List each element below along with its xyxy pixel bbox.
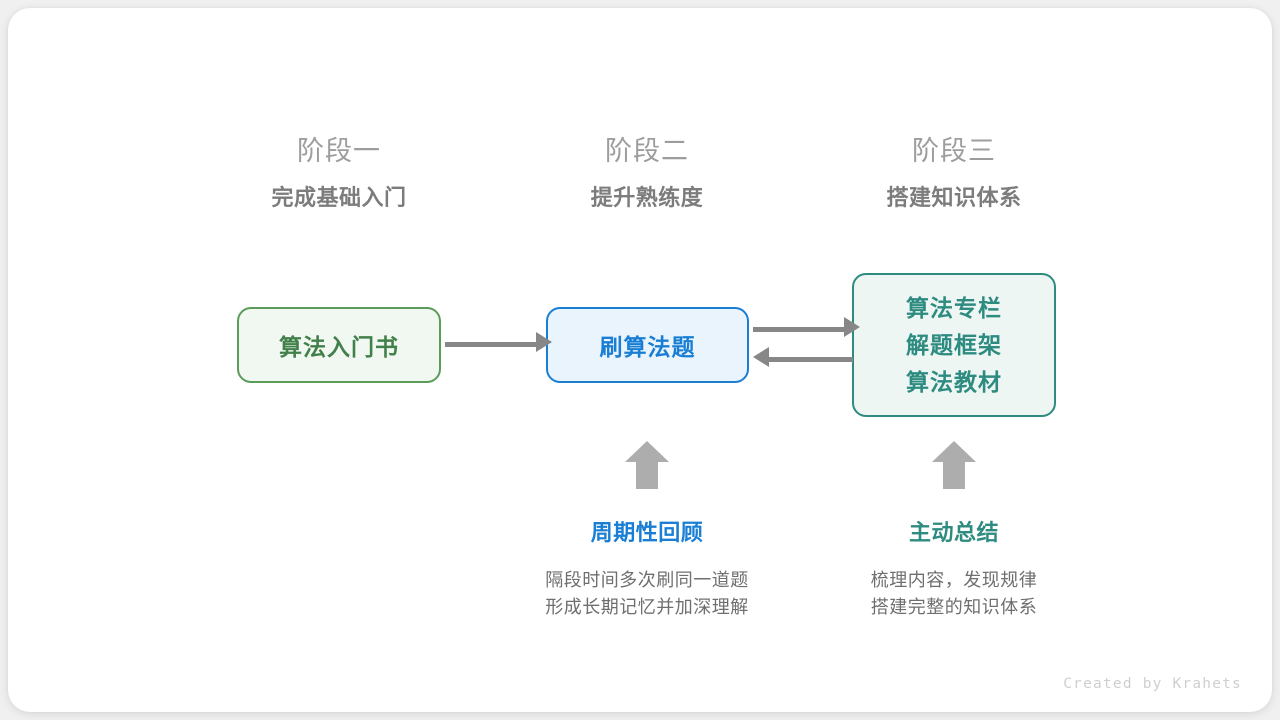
node-resources-line-3: 算法教材 [906,368,1002,395]
stage-header-1: 阶段一 完成基础入门 [209,133,469,215]
annotation-active-summary-desc-line-1: 梳理内容，发现规律 [870,570,1038,590]
connector-practice-to-resources-line [753,327,849,332]
diagram-card: 阶段一 完成基础入门 阶段二 提升熟练度 阶段三 搭建知识体系 算法入门书 刷算… [8,8,1272,712]
node-learning-resources: 算法专栏 解题框架 算法教材 [852,273,1056,417]
annotation-active-summary: 主动总结 梳理内容，发现规律 搭建完整的知识体系 [804,518,1104,621]
stage-header-2: 阶段二 提升熟练度 [517,133,777,215]
annotation-periodic-review: 周期性回顾 隔段时间多次刷同一道题 形成长期记忆并加深理解 [497,518,797,621]
up-arrow-summary-shaft [943,459,965,489]
annotation-periodic-review-desc-line-1: 隔段时间多次刷同一道题 [545,570,749,590]
connector-resources-to-practice-line [761,357,853,362]
stage-subtitle-2: 提升熟练度 [590,185,704,210]
up-arrow-review-shaft [636,459,658,489]
node-algorithm-book-label: 算法入门书 [279,334,399,360]
up-arrow-review-icon [625,441,669,489]
annotation-active-summary-title: 主动总结 [908,520,999,545]
annotation-active-summary-desc: 梳理内容，发现规律 搭建完整的知识体系 [804,567,1104,621]
credit-text: Created by Krahets [1063,676,1242,692]
node-resources-line-1: 算法专栏 [906,294,1002,321]
node-algorithm-book: 算法入门书 [237,307,441,383]
stage-number-2: 阶段二 [605,136,689,166]
annotation-periodic-review-desc-line-2: 形成长期记忆并加深理解 [545,597,749,617]
annotation-periodic-review-desc: 隔段时间多次刷同一道题 形成长期记忆并加深理解 [497,567,797,621]
connector-book-to-practice-line [445,342,541,347]
stage-subtitle-3: 搭建知识体系 [886,185,1022,210]
up-arrow-review-tip [625,441,669,462]
node-resources-line-2: 解题框架 [906,331,1002,358]
stage-number-3: 阶段三 [912,136,996,166]
node-practice-problems: 刷算法题 [546,307,749,383]
annotation-periodic-review-title: 周期性回顾 [590,520,704,545]
connector-practice-to-resources-arrowhead-icon [844,317,860,337]
connector-resources-to-practice-arrowhead-icon [753,347,769,367]
annotation-active-summary-desc-line-2: 搭建完整的知识体系 [870,597,1038,617]
stage-subtitle-1: 完成基础入门 [271,185,407,210]
stage-header-3: 阶段三 搭建知识体系 [824,133,1084,215]
node-practice-problems-label: 刷算法题 [599,334,696,360]
connector-book-to-practice-arrowhead-icon [536,332,552,352]
stage-number-1: 阶段一 [297,136,381,166]
up-arrow-summary-tip [932,441,976,462]
up-arrow-summary-icon [932,441,976,489]
